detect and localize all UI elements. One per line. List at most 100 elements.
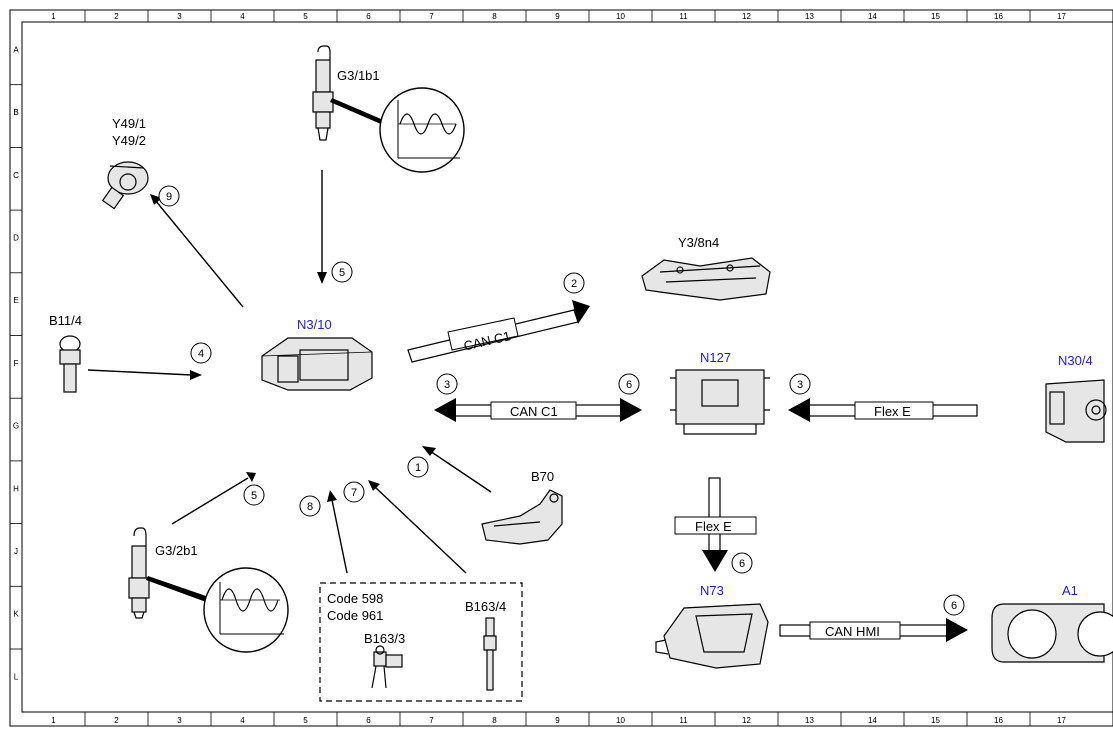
outer-frame [9, 9, 1113, 727]
grid-row-label: E [13, 296, 18, 305]
grid-col-label: 12 [742, 716, 751, 725]
can-hmi-label: CAN HMI [825, 624, 880, 639]
signal-arrows [87, 170, 492, 574]
can-hmi-bus: CAN HMI [779, 618, 968, 642]
grid-col-label: 5 [303, 12, 308, 21]
marker-5-top: 5 [331, 261, 353, 283]
y3-8n4-label: Y3/8n4 [678, 235, 719, 250]
grid-col-label: 11 [679, 12, 688, 21]
marker-7: 7 [343, 481, 365, 503]
grid-col-label: 8 [492, 12, 497, 21]
grid-col-label: 16 [994, 12, 1003, 21]
grid-col-label: 2 [114, 12, 119, 21]
g3-1b1-sensor [312, 45, 390, 141]
svg-text:4: 4 [198, 348, 204, 360]
grid-row-label: C [13, 171, 19, 180]
grid-row-label: H [13, 484, 19, 493]
grid-col-label: 13 [805, 12, 814, 21]
grid-row-label: D [13, 233, 19, 242]
n30-4-control-unit [1045, 379, 1107, 443]
grid-col-label: 5 [303, 716, 308, 725]
svg-text:8: 8 [307, 501, 313, 513]
grid-col-label: 14 [868, 12, 877, 21]
svg-text:5: 5 [339, 267, 345, 279]
grid-col-label: 3 [177, 716, 182, 725]
n127-control-unit [670, 369, 770, 435]
grid-col-label: 9 [555, 716, 560, 725]
grid-row-label: B [13, 108, 18, 117]
svg-text:9: 9 [166, 191, 172, 203]
svg-text:5: 5 [251, 490, 257, 502]
grid-col-label: 17 [1057, 12, 1066, 21]
g3-2b1-label: G3/2b1 [155, 543, 198, 558]
grid-reference: 1122334455667788991010111112121313141415… [10, 10, 1066, 726]
grid-col-label: 11 [679, 716, 688, 725]
grid-col-label: 12 [742, 12, 751, 21]
grid-col-label: 8 [492, 716, 497, 725]
y3-8n4-module [641, 257, 771, 301]
marker-2: 2 [563, 272, 585, 294]
grid-row-label: K [13, 610, 19, 619]
grid-col-label: 17 [1057, 716, 1066, 725]
svg-text:6: 6 [626, 379, 632, 391]
b11-4-label: B11/4 [49, 313, 82, 328]
g3-2b1-sensor [128, 527, 206, 619]
n73-label: N73 [700, 583, 724, 598]
y49-actuator [101, 161, 149, 210]
n3-10-control-unit [261, 337, 373, 391]
flex-e-horizontal-label: Flex E [874, 404, 911, 419]
grid-row-label: L [14, 672, 19, 681]
grid-col-label: 7 [429, 716, 434, 725]
flex-e-vertical-bus: Flex E [674, 477, 757, 572]
svg-text:6: 6 [951, 600, 957, 612]
n3-10-label: N3/10 [297, 317, 332, 332]
grid-col-label: 16 [994, 716, 1003, 725]
y49-2-label: Y49/2 [112, 133, 146, 148]
g3-1b1-signal-graph [379, 87, 465, 173]
svg-text:1: 1 [415, 462, 421, 474]
grid-col-label: 14 [868, 716, 877, 725]
b163-3-sensor [371, 645, 403, 689]
n73-control-unit [655, 603, 769, 669]
g3-2b1-signal-graph [203, 567, 289, 653]
grid-col-label: 1 [51, 12, 56, 21]
code-598-label: Code 598 [327, 591, 383, 606]
b11-4-sensor [59, 335, 81, 393]
grid-col-label: 15 [931, 12, 940, 21]
marker-4: 4 [190, 342, 212, 364]
flex-e-horizontal-bus: Flex E [788, 398, 978, 422]
inner-frame [21, 21, 1113, 713]
code-option-box [319, 582, 523, 702]
grid-col-label: 10 [616, 12, 625, 21]
marker-3-left: 3 [436, 373, 458, 395]
code-961-label: Code 961 [327, 608, 383, 623]
can-c1-lower-label: CAN C1 [510, 404, 558, 419]
can-c1-upper-bus: CAN C1 [407, 300, 590, 363]
svg-text:6: 6 [739, 558, 745, 570]
b70-sensor [481, 489, 563, 545]
grid-row-label: J [14, 547, 18, 556]
n127-label: N127 [700, 350, 731, 365]
n30-4-label: N30/4 [1058, 353, 1093, 368]
grid-row-label: F [14, 359, 19, 368]
svg-text:2: 2 [571, 278, 577, 290]
svg-text:3: 3 [444, 379, 450, 391]
marker-9: 9 [158, 185, 180, 207]
marker-6-n73: 6 [731, 552, 753, 574]
can-c1-lower-bus: CAN C1 [434, 398, 642, 422]
grid-col-label: 1 [51, 716, 56, 725]
b70-label: B70 [531, 469, 554, 484]
grid-col-label: 10 [616, 716, 625, 725]
svg-text:7: 7 [351, 487, 357, 499]
flex-e-vertical-label: Flex E [695, 519, 732, 534]
b163-4-sensor [483, 617, 497, 691]
marker-5-bottom: 5 [243, 484, 265, 506]
grid-col-label: 9 [555, 12, 560, 21]
a1-instrument-cluster [991, 603, 1113, 663]
grid-col-label: 15 [931, 716, 940, 725]
b163-3-label: B163/3 [364, 631, 405, 646]
y49-1-label: Y49/1 [112, 116, 146, 131]
grid-col-label: 6 [366, 12, 371, 21]
grid-col-label: 7 [429, 12, 434, 21]
grid-row-label: A [13, 45, 19, 54]
